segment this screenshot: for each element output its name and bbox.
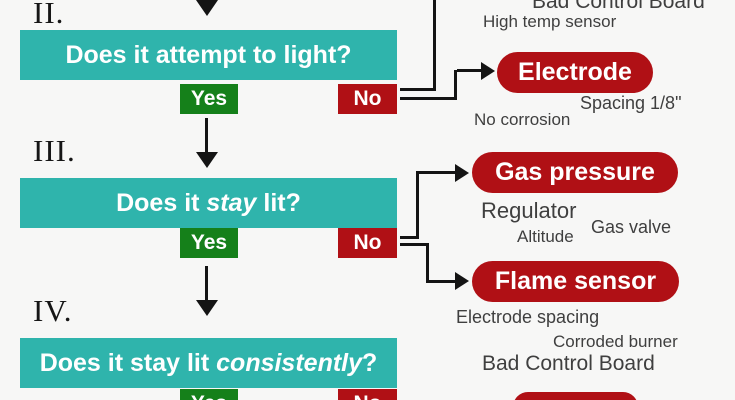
arrow-right-gas-pressure-icon <box>455 164 469 182</box>
connector-no-iii-gas-h1 <box>400 236 419 239</box>
no-chip-iv: No <box>338 389 397 400</box>
note-altitude: Altitude <box>517 227 574 246</box>
cause-pill-gas-pressure: Gas pressure <box>472 152 678 193</box>
yes-chip-iii: Yes <box>180 228 238 258</box>
section-numeral-iv: IV. <box>33 293 73 328</box>
connector-no-ii-up-horizontal <box>400 88 436 91</box>
yes-label-iv: Yes <box>191 392 227 400</box>
note-spacing: Spacing 1/8" <box>580 93 682 113</box>
note-no-corrosion: No corrosion <box>474 110 571 129</box>
yes-label-ii: Yes <box>190 87 228 110</box>
note-high-temp-sensor: High temp sensor <box>483 12 617 31</box>
question-text-iv: Does it stay lit consistently? <box>39 348 378 377</box>
note-bad-control-board-bottom: Bad Control Board <box>482 352 655 375</box>
section-numeral-iii: III. <box>33 133 76 168</box>
note-regulator: Regulator <box>481 198 577 223</box>
connector-no-ii-electrode-h2 <box>457 69 482 72</box>
connector-no-iii-gas-v <box>416 171 419 239</box>
no-label-iv: No <box>354 392 382 400</box>
cause-pill-electrode-label: Electrode <box>518 58 632 86</box>
arrow-down-ii-to-iii-icon <box>196 152 218 168</box>
note-bad-control-board-top: Bad Control Board <box>532 0 705 13</box>
connector-no-ii-electrode-h1 <box>400 97 457 100</box>
question-banner-ii: Does it attempt to light? <box>20 30 397 80</box>
connector-no-iii-flame-h2 <box>429 280 455 283</box>
connector-no-ii-electrode-v <box>454 70 457 100</box>
arrow-down-into-question-ii-icon <box>196 0 218 16</box>
yes-label-iii: Yes <box>190 231 228 254</box>
note-gas-valve: Gas valve <box>591 217 672 237</box>
no-label-iii: No <box>353 231 382 254</box>
cause-pill-flame-sensor: Flame sensor <box>472 261 679 302</box>
cause-pill-electrode: Electrode <box>497 52 653 93</box>
cause-pill-cutoff-bottom <box>513 392 638 400</box>
question-banner-iii: Does it stay lit? <box>20 178 397 228</box>
connector-no-iii-gas-h2 <box>419 171 455 174</box>
connector-no-iii-flame-v <box>426 243 429 283</box>
note-corroded-burner: Corroded burner <box>553 332 678 351</box>
arrow-stem-iii-to-iv <box>205 266 208 302</box>
yes-chip-iv: Yes <box>180 389 238 400</box>
yes-chip-ii: Yes <box>180 84 238 114</box>
note-electrode-spacing: Electrode spacing <box>456 307 600 327</box>
cause-pill-flame-sensor-label: Flame sensor <box>494 267 657 295</box>
arrow-stem-ii-to-iii <box>205 118 208 154</box>
no-chip-ii: No <box>338 84 397 114</box>
no-label-ii: No <box>353 87 382 110</box>
question-text-ii: Does it attempt to light? <box>65 40 352 69</box>
arrow-right-flame-sensor-icon <box>455 272 469 290</box>
question-banner-iv: Does it stay lit consistently? <box>20 338 397 388</box>
arrow-right-electrode-icon <box>481 62 495 80</box>
no-chip-iii: No <box>338 228 397 258</box>
section-numeral-ii: II. <box>33 0 65 30</box>
connector-no-ii-up-vertical <box>433 0 436 91</box>
question-text-iii: Does it stay lit? <box>116 188 301 217</box>
arrow-down-iii-to-iv-icon <box>196 300 218 316</box>
cause-pill-gas-pressure-label: Gas pressure <box>495 158 655 186</box>
connector-no-iii-flame-h1 <box>400 243 429 246</box>
